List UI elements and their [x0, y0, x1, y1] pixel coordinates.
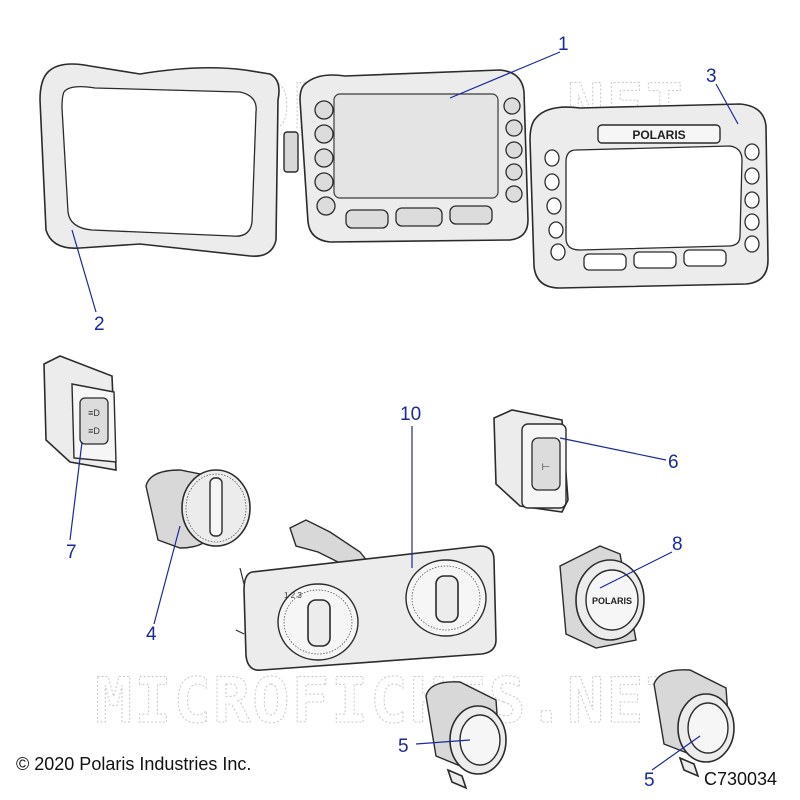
callout-8: 8 — [672, 534, 683, 555]
callout-1: 1 — [558, 34, 569, 55]
svg-text:1 2 3: 1 2 3 — [284, 591, 302, 600]
callout-5-right: 5 — [644, 770, 655, 791]
part-5-outlet-right — [653, 669, 735, 778]
callout-5-left: 5 — [398, 736, 409, 757]
diagram-part-number: C730034 — [704, 769, 778, 789]
part-2-bezel-frame — [39, 63, 280, 257]
svg-text:≡D: ≡D — [88, 408, 100, 418]
callout-6: 6 — [668, 452, 679, 473]
callout-3: 3 — [706, 66, 717, 87]
part-4-knob — [145, 469, 251, 549]
part-3-polaris-bezel: POLARIS — [529, 103, 769, 289]
callout-7: 7 — [66, 542, 77, 563]
leader-lines — [69, 51, 739, 771]
part-6-switch: ⊢ — [493, 409, 569, 513]
part-8-socket: POLARIS — [559, 545, 645, 649]
part-1-display-unit — [283, 69, 529, 243]
svg-text:≡D: ≡D — [88, 426, 100, 436]
part-5-outlet-left — [425, 681, 507, 790]
svg-text:⊢: ⊢ — [542, 462, 551, 473]
part-7-rocker-switch: ≡D ≡D — [43, 355, 117, 471]
socket-logo-text: POLARIS — [592, 596, 632, 606]
watermark-bottom: MICROFICHES.NET — [95, 664, 685, 737]
callout-2: 2 — [94, 314, 105, 335]
polaris-logo-text: POLARIS — [632, 128, 685, 142]
callout-4: 4 — [146, 624, 157, 645]
part-10-control-panel: 1 2 3 — [235, 519, 497, 672]
copyright-text: © 2020 Polaris Industries Inc. — [16, 754, 252, 774]
callout-10: 10 — [400, 404, 421, 425]
